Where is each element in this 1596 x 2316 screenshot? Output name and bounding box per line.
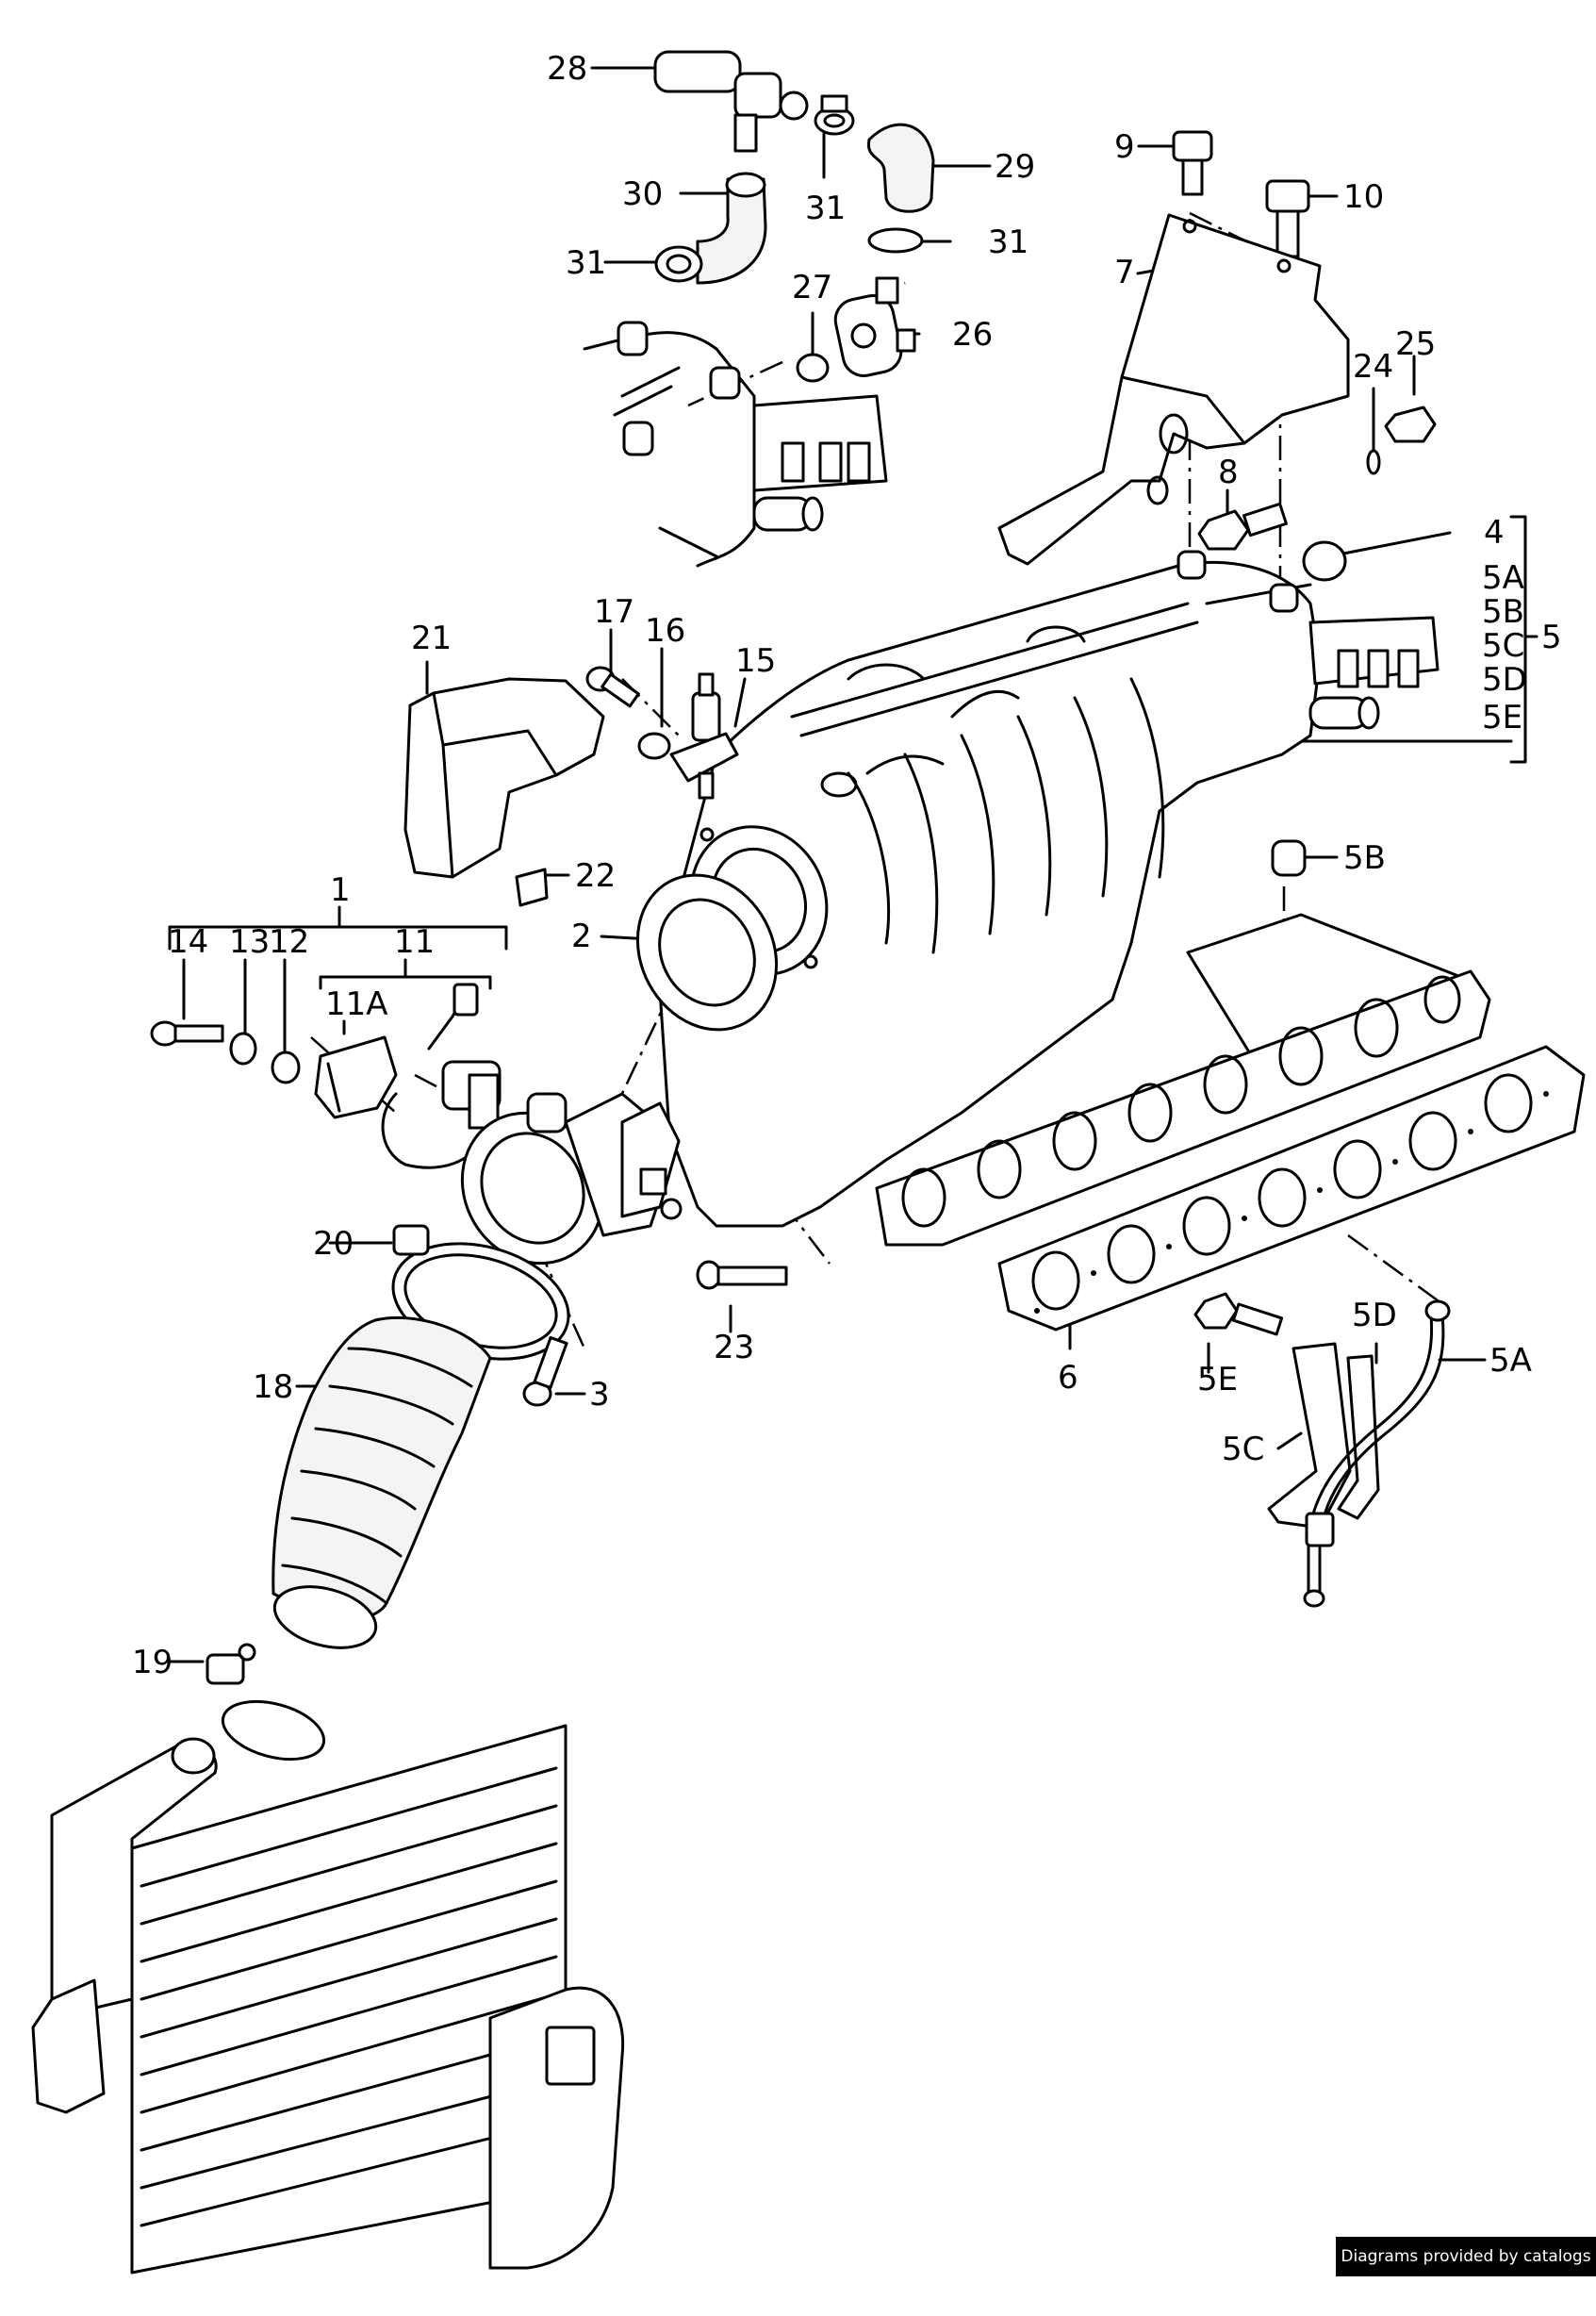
callout-labels: 28 29 30 31 31 31 27 26 9 10 7 24 25 8 4…: [132, 50, 1562, 1681]
bracket-group: [997, 130, 1437, 582]
bolt-14: [150, 1020, 224, 1047]
callout-20: 20: [313, 1225, 354, 1263]
callout-27: 27: [792, 269, 832, 306]
callout-5A: 5A: [1482, 559, 1524, 597]
bolt-9: [1172, 130, 1213, 196]
callout-10: 10: [1343, 178, 1384, 216]
callout-11: 11: [394, 923, 435, 961]
callout-9: 9: [1114, 128, 1135, 166]
callout-28: 28: [547, 50, 587, 88]
cap-4: [1302, 540, 1347, 582]
callout-5: 5: [1541, 619, 1562, 656]
intercooler: [31, 1724, 625, 2275]
callout-25: 25: [1395, 325, 1436, 363]
bolt-8: [1197, 502, 1288, 551]
intake-manifold: [658, 550, 1491, 1247]
callout-29: 29: [995, 148, 1035, 186]
valve-cover-section: [583, 321, 888, 568]
callout-13: 13: [229, 923, 270, 961]
callout-30: 30: [622, 175, 663, 213]
callout-7: 7: [1114, 254, 1135, 291]
callout-3: 3: [589, 1376, 610, 1414]
callout-14: 14: [168, 923, 208, 961]
credit-badge: Diagrams provided by catalogs parts: [1336, 2237, 1596, 2306]
screw-17: [585, 666, 640, 708]
throttle-group: [150, 873, 779, 1266]
callout-5E: 5E: [1197, 1361, 1238, 1398]
clamp-19: [206, 1643, 326, 1762]
callout-11A: 11A: [325, 985, 388, 1023]
clamp-5D: [1337, 1354, 1380, 1520]
callout-8: 8: [1218, 454, 1239, 491]
callout-6: 6: [1058, 1359, 1078, 1397]
callout-5E: 5E: [1482, 699, 1522, 736]
callout-18: 18: [253, 1368, 293, 1406]
callout-31: 31: [988, 223, 1028, 261]
callout-19: 19: [132, 1644, 173, 1681]
pressure-valve: [653, 50, 809, 153]
hose-clamp-top: [814, 94, 855, 136]
callout-5C: 5C: [1222, 1431, 1264, 1468]
callout-2: 2: [571, 918, 592, 955]
throttle-gasket-2: [635, 873, 779, 1032]
callout-15: 15: [735, 642, 776, 680]
breather-valve-26: [833, 276, 916, 377]
callout-5B: 5B: [1482, 593, 1524, 631]
callout-31: 31: [566, 244, 606, 282]
callout-5D: 5D: [1482, 661, 1527, 699]
callout-31: 31: [805, 190, 846, 227]
callout-12: 12: [269, 923, 309, 961]
callout-16: 16: [645, 612, 685, 650]
bolt-5E: [1193, 1292, 1284, 1336]
throttle-switch-11A: [314, 1035, 398, 1119]
o-ring-27: [796, 353, 830, 383]
nut-25: [1384, 405, 1437, 443]
breather-hose-30-elbow: [696, 172, 767, 285]
throttle-body-1: [460, 1092, 683, 1266]
clip-22: [515, 868, 549, 907]
callout-22: 22: [575, 857, 616, 895]
manifold-gasket-6: [997, 1045, 1586, 1332]
callout-21: 21: [411, 620, 452, 657]
breather-hose-29: [866, 123, 935, 213]
callout-23: 23: [714, 1329, 754, 1366]
lock-washer-13: [229, 1032, 257, 1066]
hose-clamp-right: [867, 227, 924, 254]
callout-26: 26: [952, 316, 993, 354]
injector-group: [403, 666, 1307, 907]
bolt-23: [696, 1260, 788, 1290]
bracket-5C: [1267, 1342, 1352, 1530]
washer-24: [1366, 449, 1381, 475]
callout-5C: 5C: [1482, 627, 1524, 665]
bolt-3: [522, 1335, 568, 1407]
breather-group: [583, 50, 935, 568]
washer-12: [271, 1050, 301, 1084]
hose-clamp-left: [654, 245, 703, 283]
injector-15: [669, 672, 739, 800]
manifold-flange: [875, 969, 1491, 1247]
intake-hose-18: [271, 1315, 492, 1649]
callout-4: 4: [1484, 514, 1505, 552]
callout-5A: 5A: [1489, 1342, 1532, 1380]
callout-5B: 5B: [1343, 839, 1386, 877]
plug-5B: [1271, 839, 1307, 877]
bolt-10: [1265, 179, 1310, 258]
callout-1: 1: [330, 871, 351, 909]
o-ring-16: [637, 732, 671, 760]
callout-5D: 5D: [1352, 1297, 1397, 1334]
callout-17: 17: [594, 593, 634, 631]
egr-group: [1193, 1292, 1451, 1608]
throttle-switch-11: [381, 983, 502, 1169]
callout-24: 24: [1353, 348, 1393, 386]
